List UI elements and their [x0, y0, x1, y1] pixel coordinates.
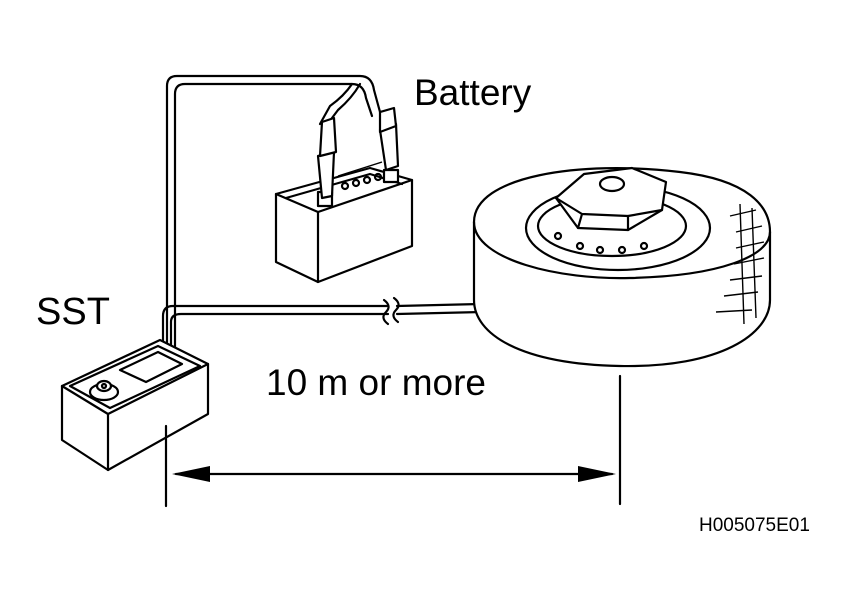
battery-cable — [165, 74, 382, 358]
sst-label: SST — [36, 291, 110, 333]
tire-illustration — [472, 166, 772, 368]
figure-code: H005075E01 — [699, 515, 810, 536]
battery-illustration — [274, 106, 414, 284]
battery-label: Battery — [414, 72, 532, 113]
tire-cable — [161, 296, 484, 358]
sst-box — [60, 338, 210, 472]
distance-dimension — [164, 374, 622, 508]
distance-label: 10 m or more — [266, 362, 487, 403]
